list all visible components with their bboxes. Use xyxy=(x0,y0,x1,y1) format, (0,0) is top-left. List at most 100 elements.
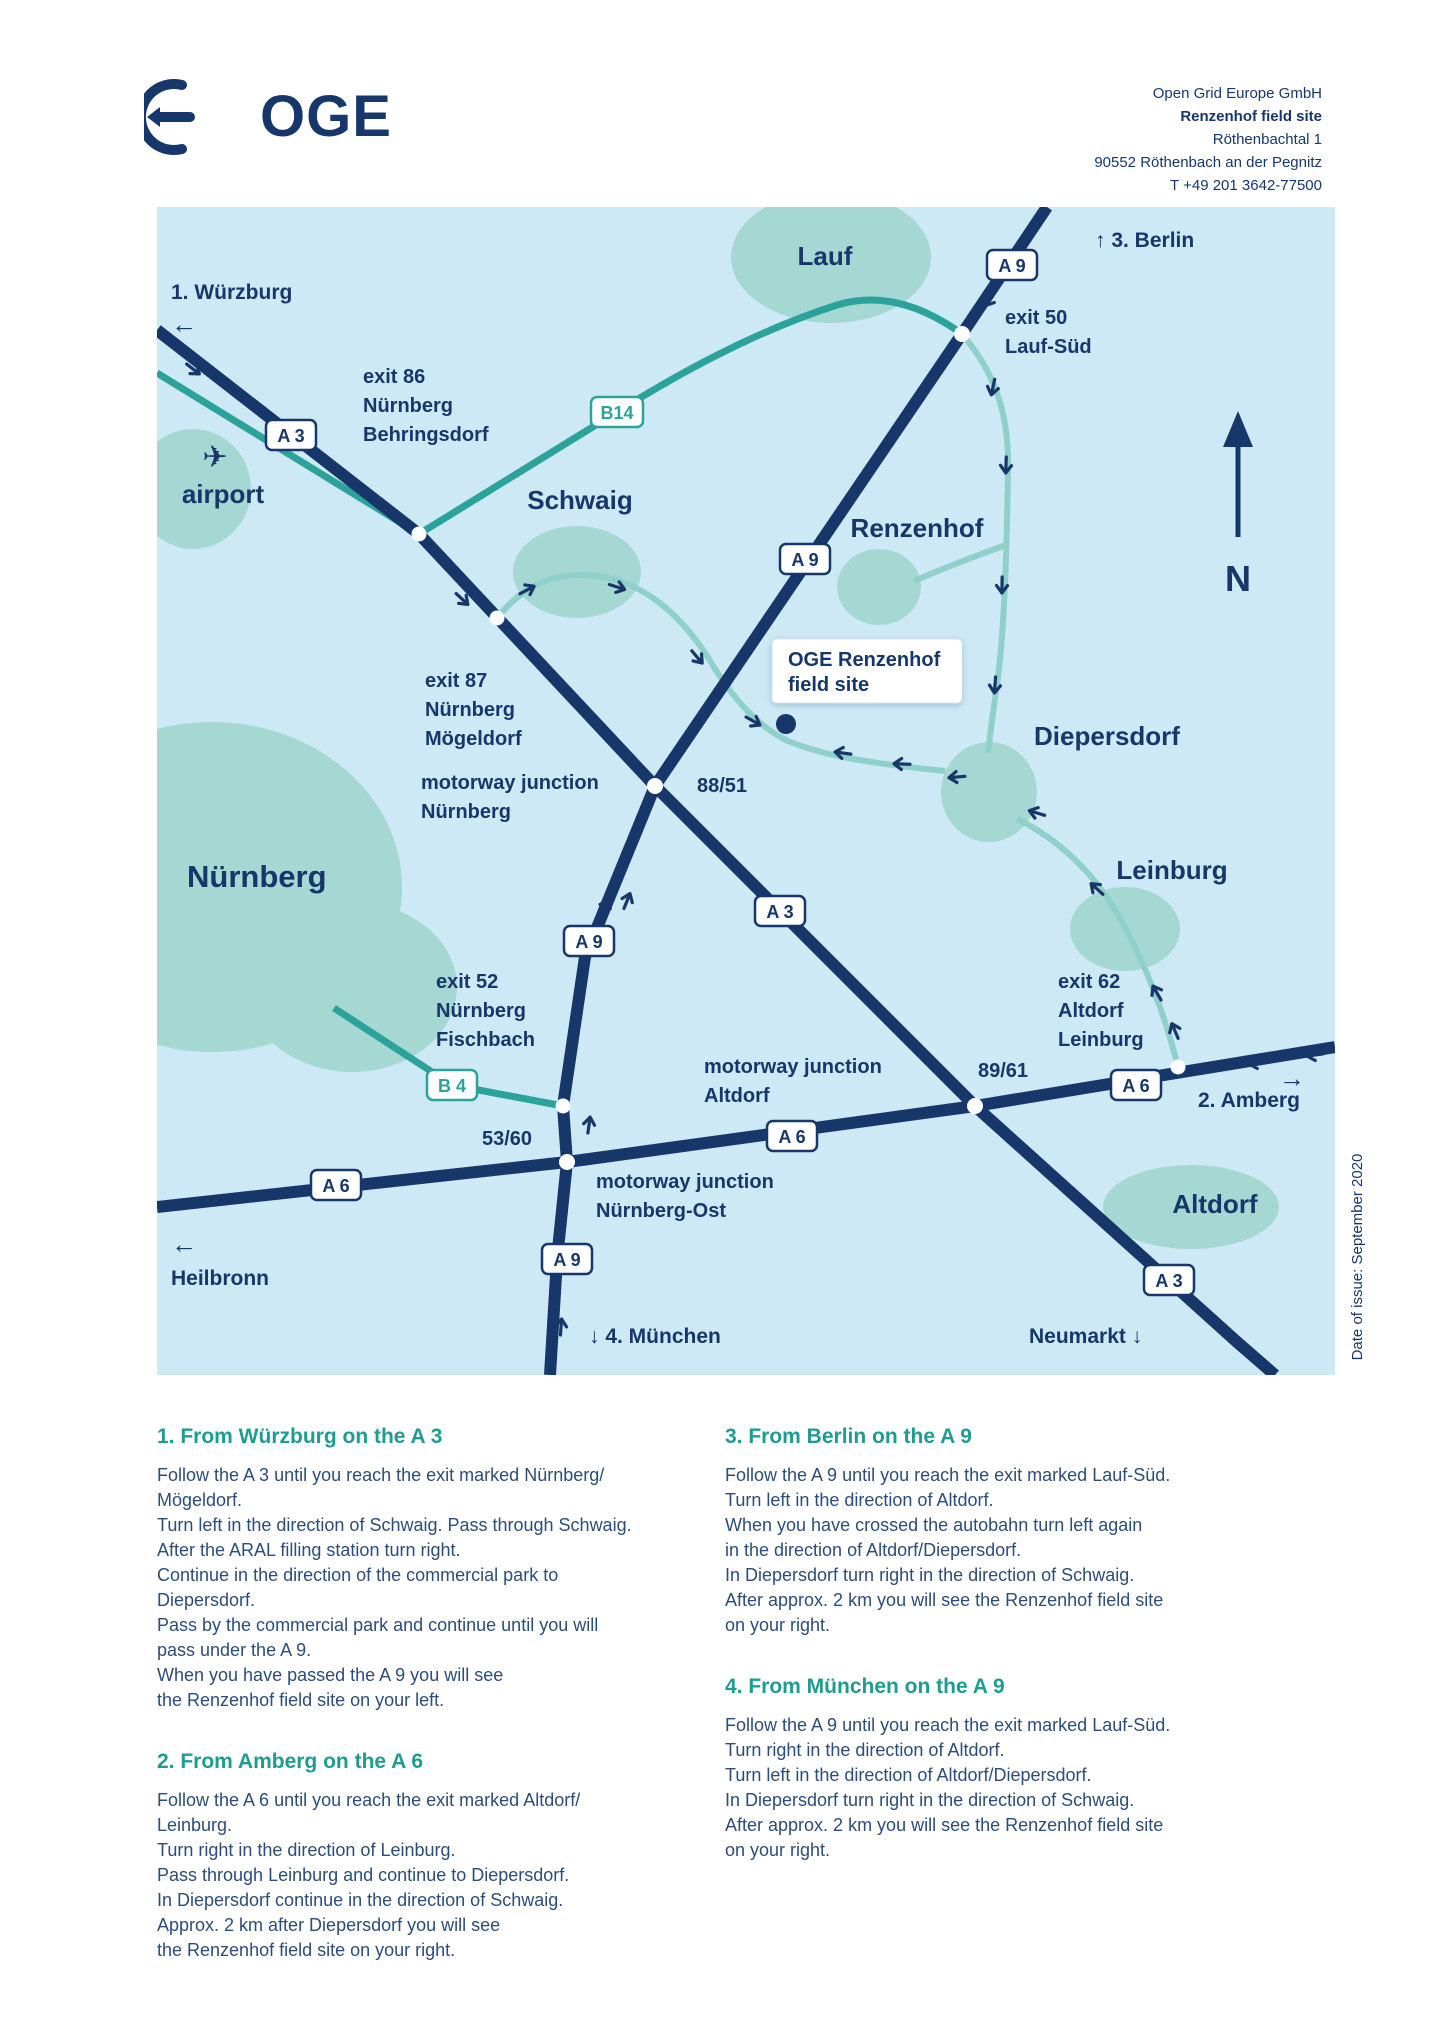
label-mj-altdorf-name: Altdorf xyxy=(704,1085,770,1107)
address-phone: T +49 201 3642-77500 xyxy=(1170,177,1322,194)
junction-dot-exit62 xyxy=(1170,1059,1186,1075)
address-company: Open Grid Europe GmbH xyxy=(1152,85,1322,102)
label-neumarkt: Neumarkt ↓ xyxy=(1029,1325,1142,1348)
arrow-left-wuerzburg: ← xyxy=(171,309,197,339)
road-badge-b4: B 4 xyxy=(425,1068,479,1102)
label-exit62-town: Altdorf xyxy=(1058,1000,1124,1022)
area-diepersdorf xyxy=(941,742,1037,842)
label-leinburg: Leinburg xyxy=(1116,855,1227,885)
road-badge-a6: A 6 xyxy=(309,1168,363,1202)
svg-text:A 6: A 6 xyxy=(1122,1076,1149,1096)
label-airport: airport xyxy=(182,479,265,509)
area-altdorf xyxy=(1103,1165,1279,1249)
label-schwaig: Schwaig xyxy=(527,485,632,515)
junction-dot-nuernberg-ost xyxy=(559,1154,575,1170)
label-exit87: exit 87 xyxy=(425,670,487,692)
road-schwaig-diepersdorf xyxy=(494,572,946,774)
label-mj-nuernberg-ost: motorway junction xyxy=(596,1171,774,1193)
svg-text:A 3: A 3 xyxy=(1155,1271,1182,1291)
label-mj-nuernberg-number: 88/51 xyxy=(697,775,747,797)
label-mj-altdorf-number: 89/61 xyxy=(978,1060,1028,1082)
road-a3 xyxy=(153,325,1279,1380)
site-marker-dot xyxy=(776,714,796,734)
oge-logo: OGE xyxy=(144,78,392,156)
label-mj-altdorf: motorway junction xyxy=(704,1056,882,1078)
direction-amberg: 2. From Amberg on the A 6 Follow the A 6… xyxy=(157,1749,669,1963)
label-exit87-town: Nürnberg xyxy=(425,699,515,721)
minor-roads xyxy=(494,332,1181,1068)
date-of-issue: Date of issue: September 2020 xyxy=(1349,1153,1366,1361)
direction-body: Follow the A 3 until you reach the exit … xyxy=(157,1465,632,1711)
label-amberg: 2. Amberg xyxy=(1198,1089,1300,1112)
label-lauf: Lauf xyxy=(798,241,853,271)
label-exit62-district: Leinburg xyxy=(1058,1029,1144,1051)
north-arrow-head xyxy=(1223,411,1253,447)
road-badge-a9: A 9 xyxy=(540,1242,594,1276)
map-container: A 3 A 3 A 3 A 9 A 9 A 9 A 9 A 6 A 6 A 6 … xyxy=(22,191,1336,1380)
svg-text:B14: B14 xyxy=(600,403,633,423)
junction-dot-nuernberg xyxy=(647,778,663,794)
junction-dot-exit86 xyxy=(411,526,427,542)
label-exit62: exit 62 xyxy=(1058,971,1120,993)
svg-text:A 9: A 9 xyxy=(553,1250,580,1270)
road-badge-a3: A 3 xyxy=(1142,1263,1196,1297)
directions-column-right: 3. From Berlin on the A 9 Follow the A 9… xyxy=(725,1424,1237,1963)
area-airport xyxy=(135,429,251,549)
label-nuernberg: Nürnberg xyxy=(187,859,327,894)
junction-labels: motorway junction Nürnberg 88/51 motorwa… xyxy=(421,772,1028,1222)
svg-text:A 3: A 3 xyxy=(766,902,793,922)
address-site: Renzenhof field site xyxy=(1180,108,1322,125)
road-badge-a6: A 6 xyxy=(765,1119,819,1153)
label-exit86-town: Nürnberg xyxy=(363,395,453,417)
label-exit50-town: Lauf-Süd xyxy=(1005,336,1092,358)
label-exit86: exit 86 xyxy=(363,366,425,388)
area-schwaig xyxy=(513,526,641,618)
label-mj-nuernberg-name: Nürnberg xyxy=(421,801,511,823)
svg-text:A 9: A 9 xyxy=(998,256,1025,276)
svg-text:A 6: A 6 xyxy=(778,1127,805,1147)
junction-dot-exit50 xyxy=(954,326,970,342)
arrow-left-heilbronn: ← xyxy=(171,1229,197,1259)
site-callout-line2: field site xyxy=(788,674,869,696)
map: A 3 A 3 A 3 A 9 A 9 A 9 A 9 A 6 A 6 A 6 … xyxy=(22,191,1336,1380)
direction-berlin: 3. From Berlin on the A 9 Follow the A 9… xyxy=(725,1424,1237,1638)
city-labels: Lauf ✈ airport Schwaig Renzenhof Diepers… xyxy=(182,241,1258,1219)
road-badges: A 3 A 3 A 3 A 9 A 9 A 9 A 9 A 6 A 6 A 6 … xyxy=(264,248,1196,1297)
label-muenchen: ↓ 4. München xyxy=(589,1325,721,1348)
svg-text:A 3: A 3 xyxy=(277,426,304,446)
direction-title: 4. From München on the A 9 xyxy=(725,1675,1005,1699)
label-wuerzburg: 1. Würzburg xyxy=(171,281,292,304)
svg-text:B 4: B 4 xyxy=(438,1076,466,1096)
header: OGE Open Grid Europe GmbH Renzenhof fiel… xyxy=(0,0,1440,200)
north-label: N xyxy=(1225,558,1251,599)
junction-dot-altdorf xyxy=(967,1098,983,1114)
label-exit50: exit 50 xyxy=(1005,307,1067,329)
road-badge-a6: A 6 xyxy=(1109,1068,1163,1102)
junction-dot-exit52 xyxy=(555,1098,571,1114)
junction-dots xyxy=(411,326,1186,1170)
directions-section: 1. From Würzburg on the A 3 Follow the A… xyxy=(157,1424,1337,1963)
label-mj-nuernberg: motorway junction xyxy=(421,772,599,794)
label-exit52-district: Fischbach xyxy=(436,1029,535,1051)
edge-labels: 1. Würzburg ← ↑ 3. Berlin 2. Amberg → ← … xyxy=(171,229,1305,1348)
area-renzenhof xyxy=(837,549,921,625)
road-badge-a9: A 9 xyxy=(778,542,832,576)
direction-body: Follow the A 9 until you reach the exit … xyxy=(725,1465,1171,1636)
label-exit52: exit 52 xyxy=(436,971,498,993)
road-laufsued-diepersdorf xyxy=(959,332,1012,754)
road-badge-b14: B14 xyxy=(589,395,645,429)
road-badge-a9: A 9 xyxy=(985,248,1039,282)
road-badge-a9: A 9 xyxy=(562,924,616,958)
site-callout: OGE Renzenhof field site xyxy=(771,638,963,734)
address-street: Röthenbachtal 1 xyxy=(1212,131,1322,148)
direction-title: 1. From Würzburg on the A 3 xyxy=(157,1425,443,1448)
junction-dot-exit87 xyxy=(489,610,505,626)
label-heilbronn: Heilbronn xyxy=(171,1267,269,1290)
label-exit86-district: Behringsdorf xyxy=(363,424,489,446)
direction-title: 2. From Amberg on the A 6 xyxy=(157,1750,424,1774)
road-badge-a3: A 3 xyxy=(264,418,318,452)
town-areas xyxy=(22,191,1279,1249)
directions-column-left: 1. From Würzburg on the A 3 Follow the A… xyxy=(157,1424,669,1963)
airplane-icon: ✈ xyxy=(202,441,227,474)
